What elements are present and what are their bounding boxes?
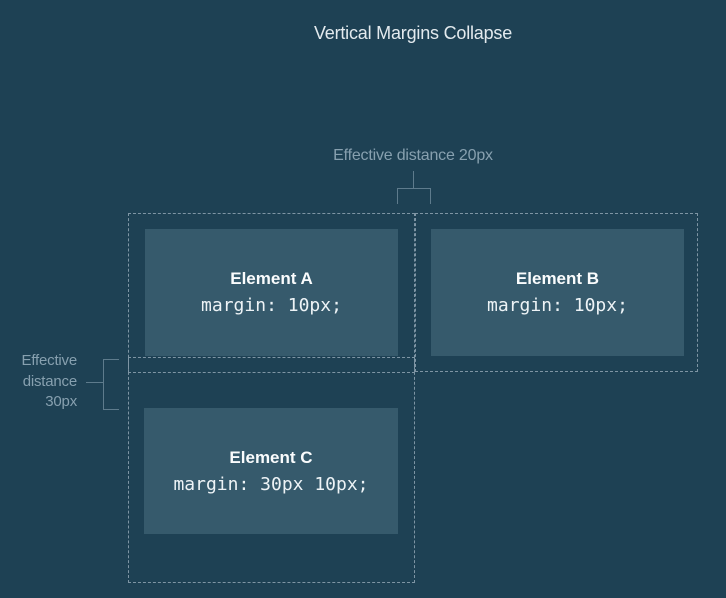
- bracket-30px-connector-line: [86, 382, 103, 383]
- effective-distance-30px-line-1: Effective: [21, 352, 78, 369]
- element-a-name: Element A: [230, 269, 313, 288]
- element-c-code: margin: 30px 10px;: [173, 473, 369, 495]
- margin-box-element-a: [128, 213, 415, 373]
- effective-distance-20px-label: Effective distance 20px: [333, 147, 493, 164]
- bracket-20px: [397, 188, 431, 204]
- effective-distance-30px-label: Effective distance 30px: [0, 351, 78, 413]
- element-c-box: Element C margin: 30px 10px;: [144, 408, 398, 534]
- bracket-20px-stem-line: [413, 171, 414, 188]
- element-b-name: Element B: [515, 269, 600, 288]
- effective-distance-30px-line-2: distance: [22, 372, 77, 390]
- element-b-code: margin: 10px;: [487, 295, 628, 316]
- effective-distance-30px-line-3: 30px: [45, 393, 77, 410]
- bracket-30px: [103, 359, 119, 410]
- element-a-box: Element A margin: 10px;: [145, 229, 398, 356]
- diagram-title: Vertical Margins Collapse: [313, 23, 513, 43]
- element-c-name: Element C: [229, 447, 313, 467]
- element-a-code: margin: 10px;: [201, 295, 342, 316]
- element-b-box: Element B margin: 10px;: [431, 229, 684, 356]
- margin-box-element-b: [415, 213, 698, 372]
- margin-box-element-c: [128, 357, 415, 583]
